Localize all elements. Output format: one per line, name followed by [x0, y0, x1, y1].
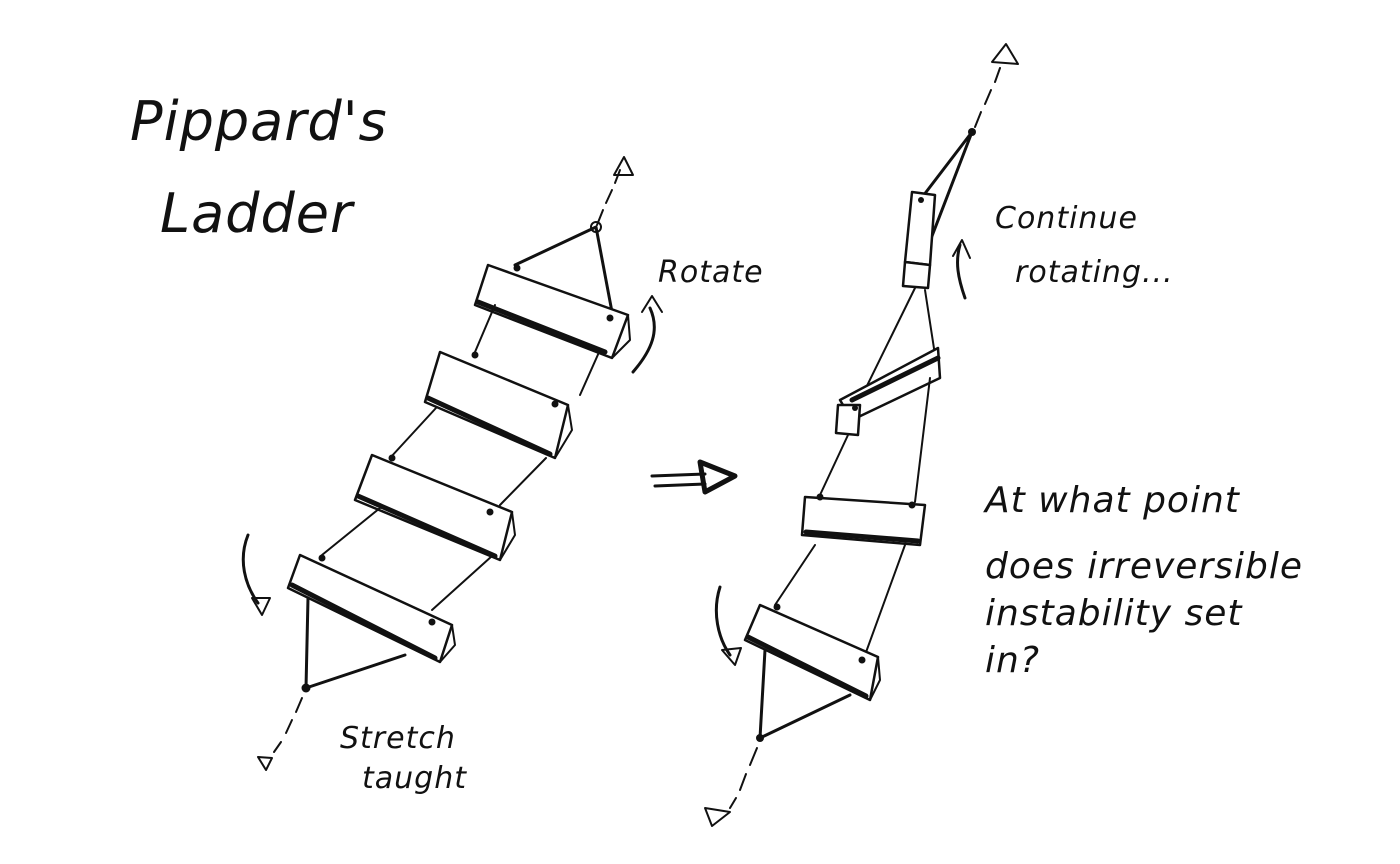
left-side-strings-3 [321, 507, 493, 611]
continue-arrow [956, 243, 967, 300]
rotate-arrowhead [641, 295, 663, 313]
rotate-arrowhead-lower [251, 597, 271, 616]
title-line-2: Ladder [160, 182, 355, 245]
left-rung-1 [473, 263, 631, 360]
right-ladder [704, 43, 1019, 827]
continue-arrowhead [952, 239, 971, 259]
left-top-arrowhead [613, 156, 634, 176]
label-rotate: Rotate [658, 255, 764, 290]
question-line-4: in? [985, 640, 1040, 681]
question-line-2: does irreversible [985, 546, 1303, 587]
right-side-strings-1 [859, 287, 936, 401]
label-taught: taught [362, 761, 467, 796]
transition-arrow [650, 459, 738, 495]
right-bottom-arrowhead [704, 807, 731, 827]
left-top-tension-line [596, 169, 621, 226]
left-bottom-arrowhead [257, 756, 273, 771]
label-stretch: Stretch [340, 721, 456, 756]
right-bottom-tension-line [729, 747, 758, 809]
right-rung-2 [834, 346, 942, 437]
label-rotating: rotating... [1015, 255, 1174, 290]
left-rung-4 [286, 553, 456, 664]
right-rotate-arrow-lower [714, 585, 732, 657]
right-rotate-arrowhead-lower [721, 647, 742, 666]
right-bottom-anchor [756, 734, 764, 742]
right-bottom-strings [758, 648, 852, 740]
title: Pippard's Ladder [130, 90, 388, 245]
right-top-tension-line [974, 67, 1001, 128]
left-rung-2 [423, 350, 573, 460]
left-bottom-tension-line [273, 697, 303, 753]
right-top-arrowhead [991, 43, 1019, 65]
rotate-arrow-lower [241, 533, 260, 605]
left-ladder [241, 156, 663, 771]
right-side-strings-3 [774, 544, 906, 656]
right-rung-1 [901, 190, 937, 290]
question-line-3: instability set [985, 593, 1243, 634]
question-line-1: At what point [983, 480, 1241, 521]
left-rung-3 [353, 453, 516, 562]
rotate-arrow [631, 306, 656, 374]
left-bottom-strings [304, 596, 407, 690]
left-side-strings-1 [474, 304, 601, 396]
right-rung-4 [743, 603, 881, 702]
left-bottom-anchor [301, 683, 311, 693]
label-continue: Continue [995, 201, 1138, 236]
right-rung-3 [800, 493, 927, 547]
question: At what point does irreversible instabil… [983, 480, 1303, 681]
title-line-1: Pippard's [130, 90, 388, 153]
left-side-strings-2 [389, 407, 547, 506]
right-side-strings-2 [819, 377, 931, 503]
left-top-strings [513, 225, 614, 314]
